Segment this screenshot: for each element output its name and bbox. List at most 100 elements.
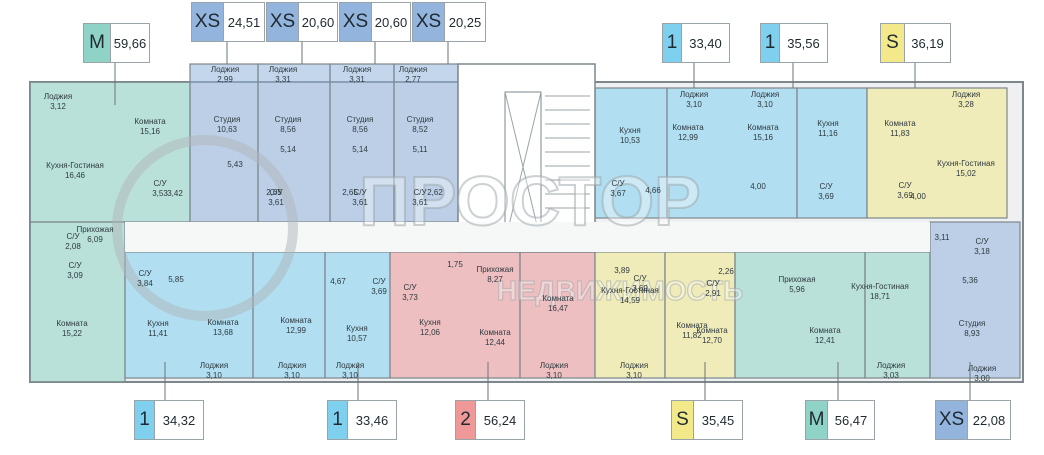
apartment-zone xyxy=(864,251,931,379)
room-name: Прихожая xyxy=(778,275,815,284)
room-label: 1,75 xyxy=(447,260,463,269)
room-area: 2,91 xyxy=(705,289,721,298)
tag-bottom-xs[interactable]: XS 22,08 xyxy=(935,400,1011,440)
apartment-zone xyxy=(734,251,866,379)
room-area: 3,10 xyxy=(284,371,300,380)
tag-bottom-1-b[interactable]: 1 33,46 xyxy=(327,400,397,440)
room-name: Кухня-Гостиная xyxy=(851,282,909,291)
tag-code: XS xyxy=(413,3,445,41)
tag-top-m[interactable]: M 59,66 xyxy=(83,23,150,63)
tag-top-xs-2[interactable]: XS 20,60 xyxy=(266,2,338,42)
room-name: Студия xyxy=(347,115,374,124)
room-area: 11,82 xyxy=(682,331,702,340)
room-area: 5,14 xyxy=(352,145,368,154)
room-name: Лоджия xyxy=(620,361,648,370)
room-name: Комната xyxy=(672,123,704,132)
apartment-zone xyxy=(796,87,868,219)
tag-code: 1 xyxy=(663,24,682,62)
tag-code: 2 xyxy=(456,401,476,439)
tag-code: 1 xyxy=(761,24,780,62)
room-area: 12,44 xyxy=(485,338,506,347)
tag-top-xs-4[interactable]: XS 20,25 xyxy=(412,2,486,42)
room-name: Лоджия xyxy=(336,361,364,370)
room-area: 11,41 xyxy=(148,329,168,338)
tag-code: XS xyxy=(267,3,299,41)
room-name: С/У xyxy=(153,179,167,188)
room-name: Лоджия xyxy=(269,65,297,74)
room-label: 2,65 xyxy=(266,188,282,197)
tag-top-xs-1[interactable]: XS 24,51 xyxy=(191,2,265,42)
room-area: 3,69 xyxy=(818,192,834,201)
room-label: 3,42 xyxy=(167,189,183,198)
room-name: Кухня xyxy=(817,119,838,128)
room-label: С/У2,08 xyxy=(65,232,81,251)
room-name: Лоджия xyxy=(952,90,980,99)
room-name: Комната xyxy=(280,316,312,325)
room-area: 15,16 xyxy=(140,127,161,136)
tag-top-1-b[interactable]: 1 35,56 xyxy=(760,23,828,63)
tag-bottom-1-a[interactable]: 1 34,32 xyxy=(134,400,204,440)
room-area: 5,14 xyxy=(280,145,296,154)
room-name: Лоджия xyxy=(44,92,72,101)
room-name: Комната xyxy=(809,326,841,335)
room-label: С/У3,53 xyxy=(152,179,168,198)
room-label: 4,00 xyxy=(750,182,766,191)
room-name: С/У xyxy=(611,179,625,188)
tag-area: 56,24 xyxy=(483,412,517,428)
tag-area: 59,66 xyxy=(113,35,147,51)
room-area: 14,59 xyxy=(620,296,641,305)
apartment-zone xyxy=(519,251,596,379)
room-label: С/У3,69 xyxy=(371,277,387,296)
room-area: 15,16 xyxy=(753,133,774,142)
room-name: С/У xyxy=(403,283,417,292)
watermark-logo-icon xyxy=(112,135,298,321)
room-name: Комната xyxy=(56,319,88,328)
room-area: 8,56 xyxy=(280,125,296,134)
tag-code: S xyxy=(881,24,905,62)
room-name: Комната xyxy=(696,326,728,335)
room-area: 16,47 xyxy=(548,304,569,313)
tag-top-xs-3[interactable]: XS 20,60 xyxy=(339,2,411,42)
room-name: С/У xyxy=(66,232,80,241)
room-label: 3,89 xyxy=(614,266,630,275)
tag-area: 24,51 xyxy=(227,14,261,30)
room-label: 5,14 xyxy=(352,145,368,154)
tag-top-1-a[interactable]: 1 33,40 xyxy=(662,23,730,63)
room-area: 3,84 xyxy=(137,279,153,288)
room-label: 5,85 xyxy=(168,275,184,284)
room-name: Лоджия xyxy=(211,65,239,74)
room-area: 3,10 xyxy=(342,371,358,380)
tag-code: 1 xyxy=(328,401,348,439)
room-area: 12,99 xyxy=(678,133,699,142)
room-area: 4,00 xyxy=(750,182,766,191)
room-area: 5,43 xyxy=(227,160,243,169)
apartment-zone xyxy=(866,87,1008,219)
corridor xyxy=(125,222,930,252)
room-name: Комната xyxy=(542,294,574,303)
watermark-subtitle: НЕДВИЖИМОСТЬ xyxy=(497,275,743,306)
room-area: 3,61 xyxy=(412,198,428,207)
tag-area: 35,56 xyxy=(787,35,820,51)
tag-bottom-2[interactable]: 2 56,24 xyxy=(455,400,525,440)
tag-bottom-m[interactable]: M 56,47 xyxy=(805,400,875,440)
room-name: Комната xyxy=(676,321,708,330)
tag-top-s[interactable]: S 36,19 xyxy=(880,23,951,63)
room-area: 3,10 xyxy=(686,100,702,109)
tag-area: 35,45 xyxy=(701,412,735,428)
tag-bottom-s[interactable]: S 35,45 xyxy=(671,400,743,440)
